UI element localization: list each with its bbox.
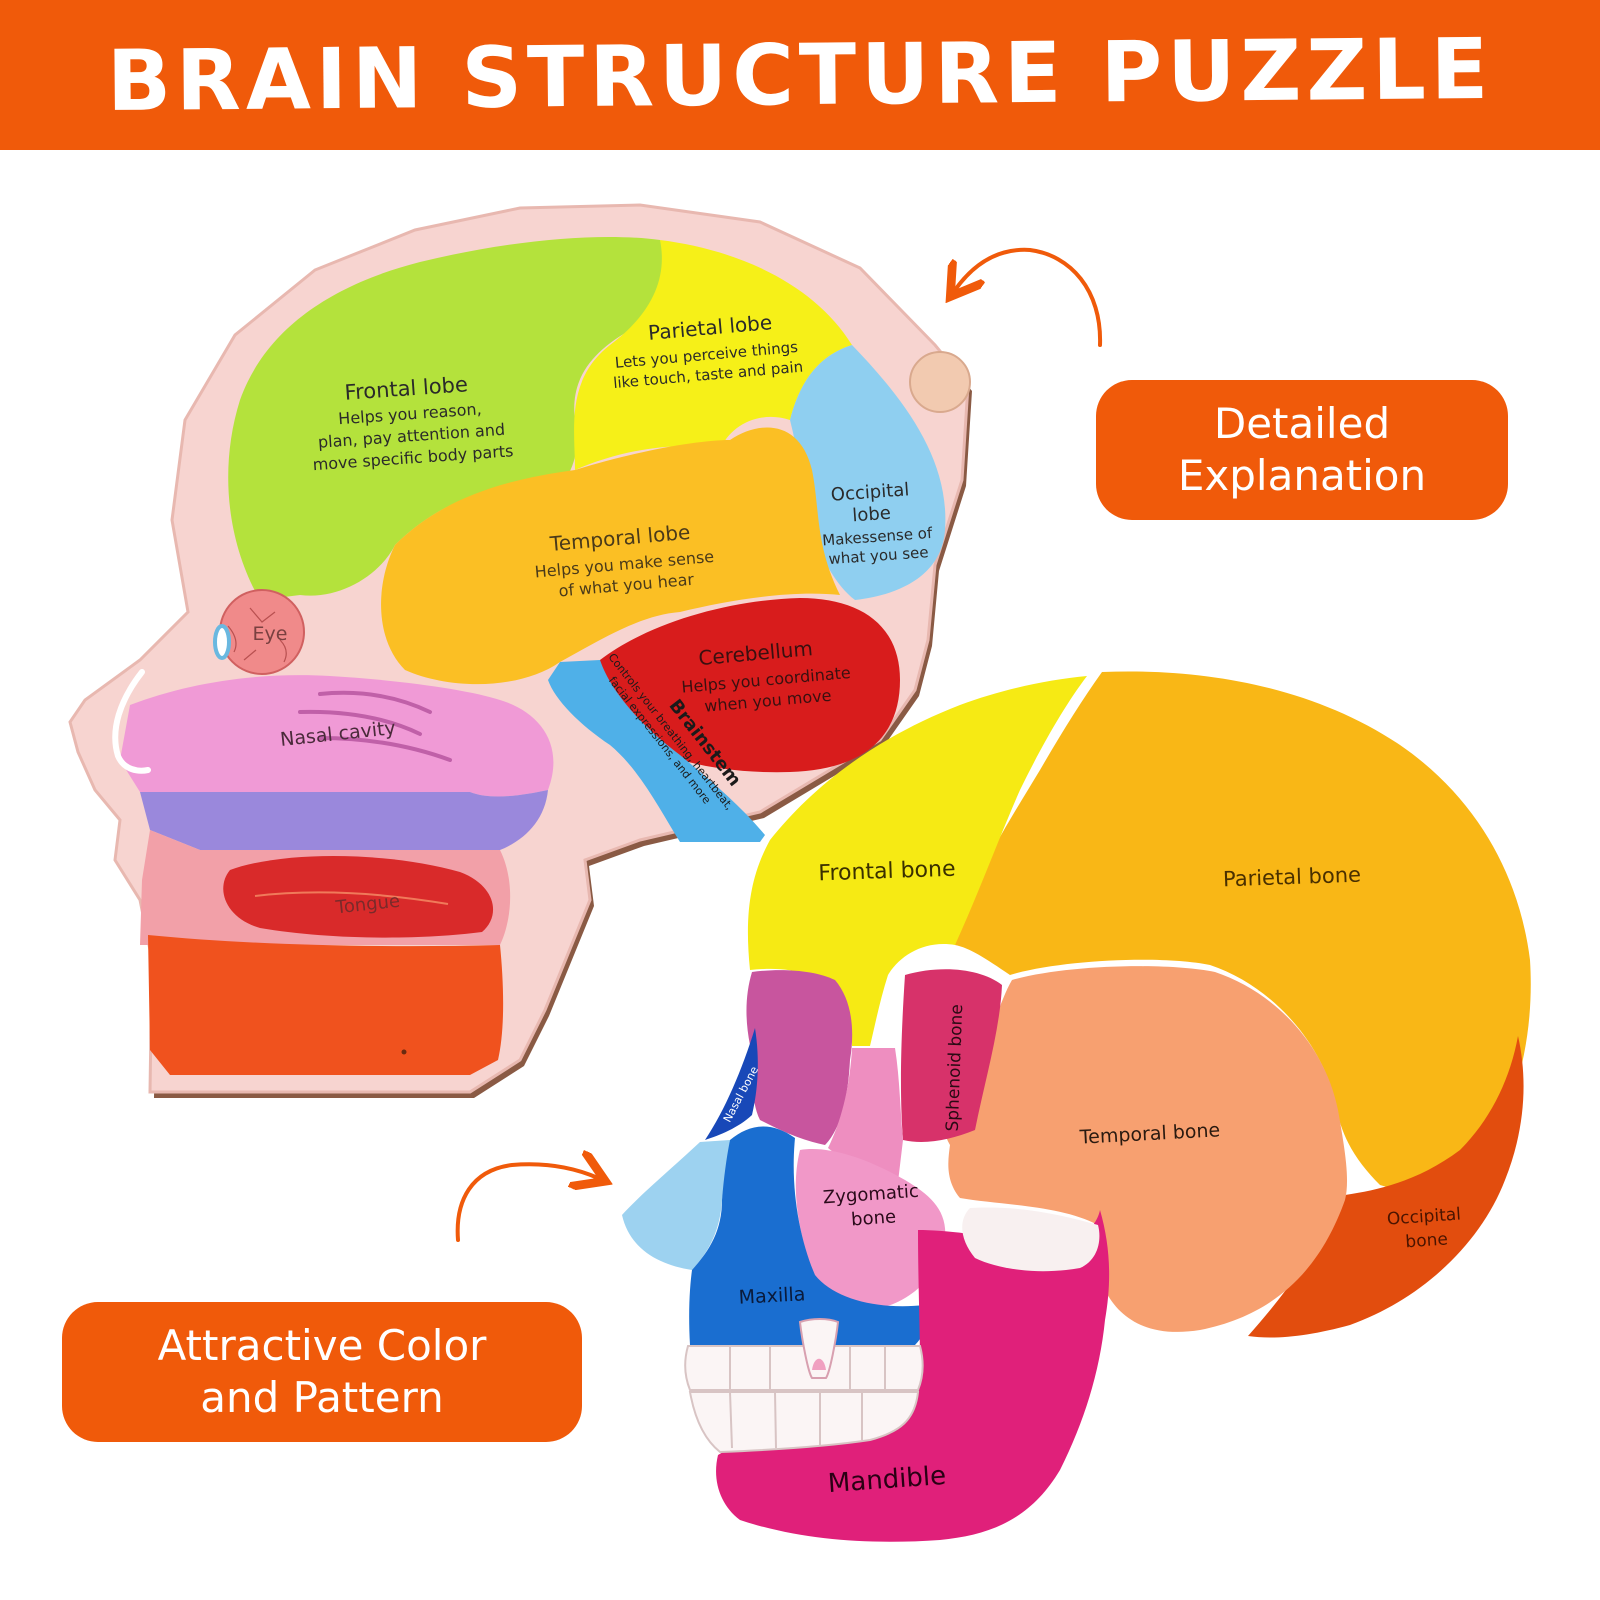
occipital-bone-label-2: bone: [1405, 1229, 1449, 1252]
frontal-bone-label: Frontal bone: [818, 857, 956, 887]
frontal-lobe-piece: [228, 236, 666, 600]
maxilla-piece: [689, 1126, 927, 1345]
palate-band: [140, 790, 548, 850]
maxilla-label: Maxilla: [738, 1283, 806, 1308]
parietal-bone-piece: [955, 671, 1531, 1192]
frontal-bone-piece: [747, 676, 1087, 1046]
temporal-bone-piece: [943, 966, 1348, 1332]
eye-label: Eye: [253, 623, 288, 645]
nasal-folds: [298, 690, 452, 762]
arrow-top-icon: [955, 247, 1103, 347]
sphenoid-bone-label: Sphenoid bone: [943, 1004, 967, 1132]
occipital-bone-piece: [1248, 1036, 1524, 1338]
cerebellum-piece: [600, 598, 900, 773]
zygomatic-bone-label-2: bone: [850, 1206, 896, 1230]
ear-knob: [909, 351, 971, 413]
temporal-lobe-piece: [381, 427, 840, 685]
zygomatic-bone-piece: [795, 1149, 946, 1311]
parietal-bone-label: Parietal bone: [1223, 863, 1362, 892]
brain-puzzle: Frontal lobe Helps you reason, plan, pay…: [68, 203, 972, 1098]
jaw-piece: [148, 935, 504, 1075]
eye-veins: [227, 607, 287, 663]
detailed-explanation-callout: Detailed Explanation: [1096, 380, 1508, 520]
nasal-cavity-piece: [120, 675, 554, 797]
nasal-bone-piece: [705, 1028, 758, 1140]
brainstem-piece: [548, 660, 765, 842]
bridge-piece: [828, 1048, 903, 1182]
arrow-bottom-icon: [455, 1164, 598, 1242]
orbit-piece: [746, 970, 853, 1145]
parietal-lobe-piece: [574, 240, 852, 470]
eye-lens: [213, 624, 231, 660]
attractive-color-callout: Attractive Color and Pattern: [62, 1302, 582, 1442]
occipital-lobe-label-2: lobe: [852, 503, 892, 527]
title-banner: BRAIN STRUCTURE PUZZLE: [0, 0, 1600, 150]
occipital-lobe-piece: [790, 345, 946, 600]
nose-piece: [622, 1140, 730, 1270]
upper-teeth: [684, 1345, 924, 1391]
tongue-piece: [223, 855, 494, 938]
tongue-line: [254, 891, 449, 905]
cheek-filler: [962, 1207, 1100, 1272]
skull-puzzle: Frontal bone Parietal bone Sphenoid bone…: [622, 671, 1531, 1542]
sphenoid-bone-piece: [900, 969, 1002, 1142]
mandible-piece: [716, 1210, 1110, 1542]
teeth-lines: [729, 1346, 886, 1449]
